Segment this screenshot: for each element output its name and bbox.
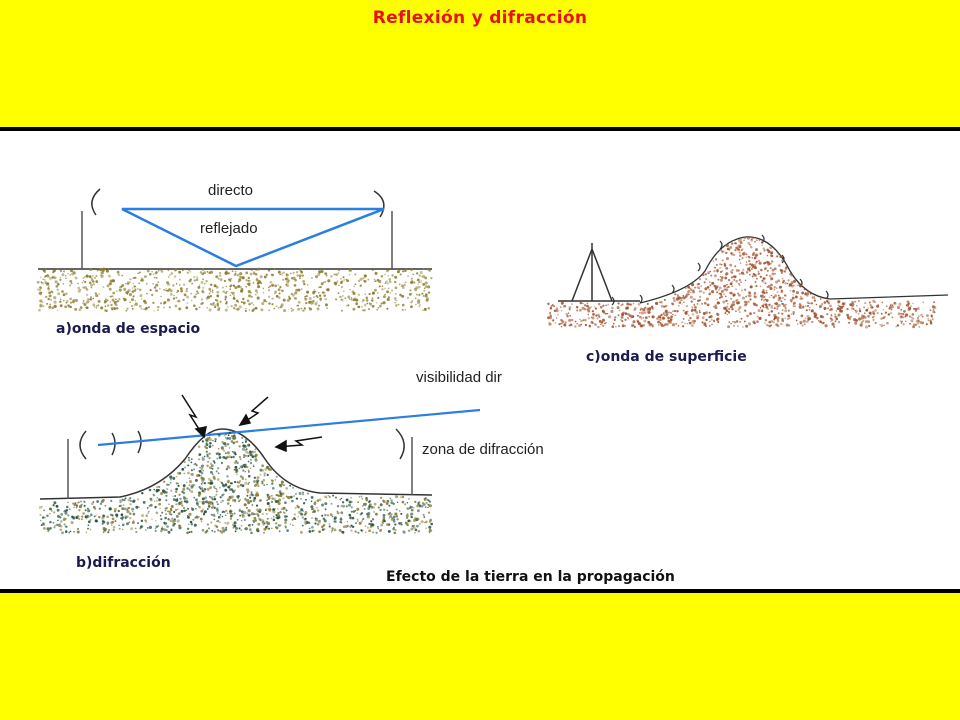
caption-b: b)difracción — [76, 555, 171, 571]
slide-title: Reflexión y difracción — [372, 8, 588, 28]
label-visibility: visibilidad dir — [416, 369, 502, 386]
wave-arc-right-a — [373, 190, 385, 218]
caption-c: c)onda de superficie — [586, 349, 747, 365]
panel-a-space-wave: directo reflejado a)onda de espacio — [38, 182, 432, 337]
diffraction-arrows — [181, 394, 323, 453]
wave-arc-left-a — [91, 188, 101, 216]
antenna-tower-c — [558, 243, 640, 302]
hill-profile-b — [39, 428, 433, 500]
caption-main: Efecto de la tierra en la propagación — [386, 569, 675, 585]
line-of-sight-ray — [97, 408, 481, 447]
wave-arcs-b — [79, 428, 405, 460]
propagation-diagram: directo reflejado a)onda de espacio — [36, 182, 949, 585]
panel-b-diffraction: visibilidad dir zona de difracción b)dif… — [39, 369, 544, 571]
panel-c-surface-wave: c)onda de superficie — [558, 234, 949, 365]
surface-wave-path — [639, 236, 949, 304]
direct-reflected-rays — [121, 207, 385, 268]
diagram-panel: directo reflejado a)onda de espacio — [0, 127, 960, 593]
label-reflected: reflejado — [200, 220, 258, 237]
label-direct: directo — [208, 182, 253, 199]
label-diffraction-zone: zona de difracción — [422, 441, 544, 458]
caption-a: a)onda de espacio — [56, 321, 201, 337]
terrain-texture — [36, 236, 937, 535]
